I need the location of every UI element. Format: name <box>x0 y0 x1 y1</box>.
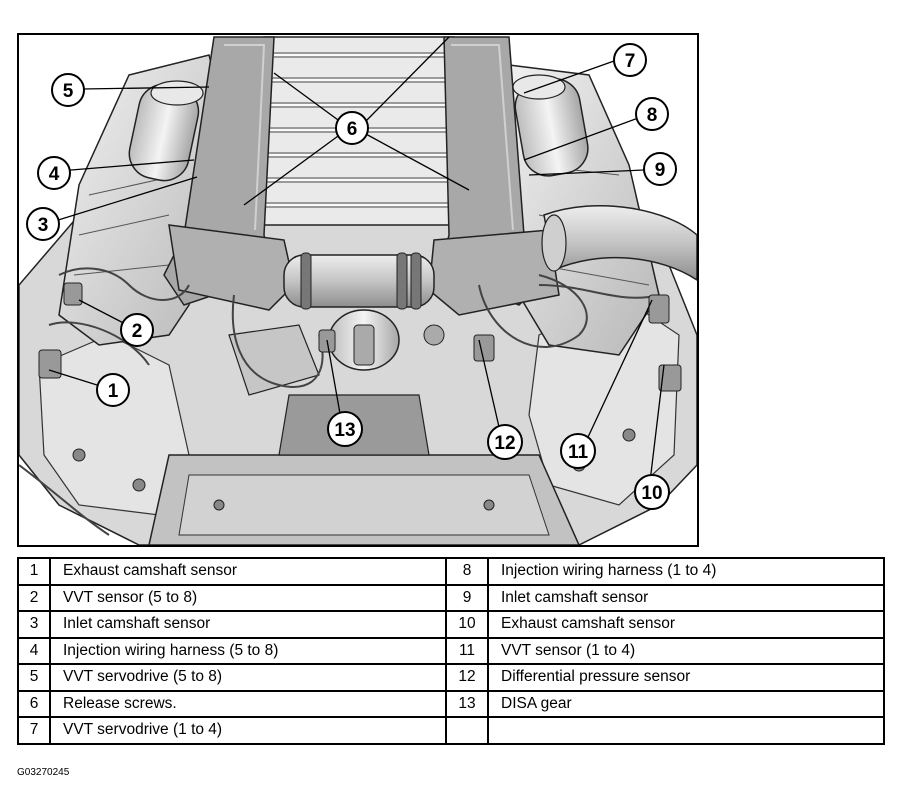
engine-diagram: 1 2 3 4 5 6 7 8 9 10 11 12 <box>17 33 699 547</box>
figure-id: G03270245 <box>17 767 70 778</box>
legend-description: Exhaust camshaft sensor <box>487 610 885 639</box>
legend-number: 11 <box>445 636 489 665</box>
callout-11: 11 <box>560 433 596 469</box>
callout-1-label: 1 <box>108 381 119 402</box>
air-intake-tube <box>541 205 697 281</box>
callout-1: 1 <box>96 373 130 407</box>
legend-row: 5 VVT servodrive (5 to 8) 12 Differentia… <box>17 663 885 692</box>
callout-11-label: 11 <box>568 442 589 463</box>
callout-12-label: 12 <box>494 433 515 454</box>
legend-number: 8 <box>445 557 489 586</box>
wiring-harness <box>19 267 660 536</box>
legend-number: 7 <box>17 716 51 745</box>
legend-row: 4 Injection wiring harness (5 to 8) 11 V… <box>17 636 885 665</box>
legend-description <box>487 716 885 745</box>
callout-2-label: 2 <box>132 321 143 342</box>
legend-row: 6 Release screws. 13 DISA gear <box>17 689 885 718</box>
legend-row: 7 VVT servodrive (1 to 4) <box>17 716 885 745</box>
disa-pipe <box>283 252 435 310</box>
legend-number <box>445 716 489 745</box>
callout-2: 2 <box>120 313 154 347</box>
callout-3: 3 <box>26 207 60 241</box>
legend-number: 4 <box>17 636 51 665</box>
callout-7: 7 <box>613 43 647 77</box>
legend-description: Release screws. <box>49 689 447 718</box>
vvt-servodrive-right <box>512 74 589 177</box>
disa-gear <box>228 309 400 396</box>
callout-13-label: 13 <box>334 420 355 441</box>
callout-8: 8 <box>635 97 669 131</box>
legend-row: 1 Exhaust camshaft sensor 8 Injection wi… <box>17 557 885 586</box>
callout-5-label: 5 <box>63 81 74 102</box>
callout-6-label: 6 <box>347 119 358 140</box>
callout-10-label: 10 <box>641 483 662 504</box>
callout-3-label: 3 <box>38 215 49 236</box>
legend-description: VVT servodrive (1 to 4) <box>49 716 447 745</box>
legend-description: Differential pressure sensor <box>487 663 885 692</box>
legend-description: VVT sensor (1 to 4) <box>487 636 885 665</box>
legend-row: 2 VVT sensor (5 to 8) 9 Inlet camshaft s… <box>17 583 885 612</box>
legend-description: VVT sensor (5 to 8) <box>49 583 447 612</box>
callout-4-label: 4 <box>49 164 60 185</box>
legend-number: 2 <box>17 583 51 612</box>
legend-number: 5 <box>17 663 51 692</box>
engine-illustration: 1 2 3 4 5 6 7 8 9 10 11 12 <box>19 36 697 545</box>
legend-number: 3 <box>17 610 51 639</box>
legend-description: Inlet camshaft sensor <box>49 610 447 639</box>
callout-10: 10 <box>634 474 670 510</box>
legend-description: VVT servodrive (5 to 8) <box>49 663 447 692</box>
legend-number: 6 <box>17 689 51 718</box>
legend-number: 13 <box>445 689 489 718</box>
legend-number: 9 <box>445 583 489 612</box>
callout-13: 13 <box>327 411 363 447</box>
callout-9-label: 9 <box>655 160 666 181</box>
legend-description: DISA gear <box>487 689 885 718</box>
callout-4: 4 <box>37 156 71 190</box>
callout-5: 5 <box>51 73 85 107</box>
legend-table: 1 Exhaust camshaft sensor 8 Injection wi… <box>17 557 885 745</box>
callout-12: 12 <box>487 424 523 460</box>
callout-9: 9 <box>643 152 677 186</box>
legend-description: Exhaust camshaft sensor <box>49 557 447 586</box>
callout-8-label: 8 <box>647 105 658 126</box>
legend-description: Injection wiring harness (1 to 4) <box>487 557 885 586</box>
callout-7-label: 7 <box>625 51 636 72</box>
front-crossbar <box>168 224 560 316</box>
legend-number: 10 <box>445 610 489 639</box>
legend-number: 1 <box>17 557 51 586</box>
callout-6: 6 <box>335 111 369 145</box>
legend-description: Injection wiring harness (5 to 8) <box>49 636 447 665</box>
legend-description: Inlet camshaft sensor <box>487 583 885 612</box>
legend-number: 12 <box>445 663 489 692</box>
legend-row: 3 Inlet camshaft sensor 10 Exhaust camsh… <box>17 610 885 639</box>
